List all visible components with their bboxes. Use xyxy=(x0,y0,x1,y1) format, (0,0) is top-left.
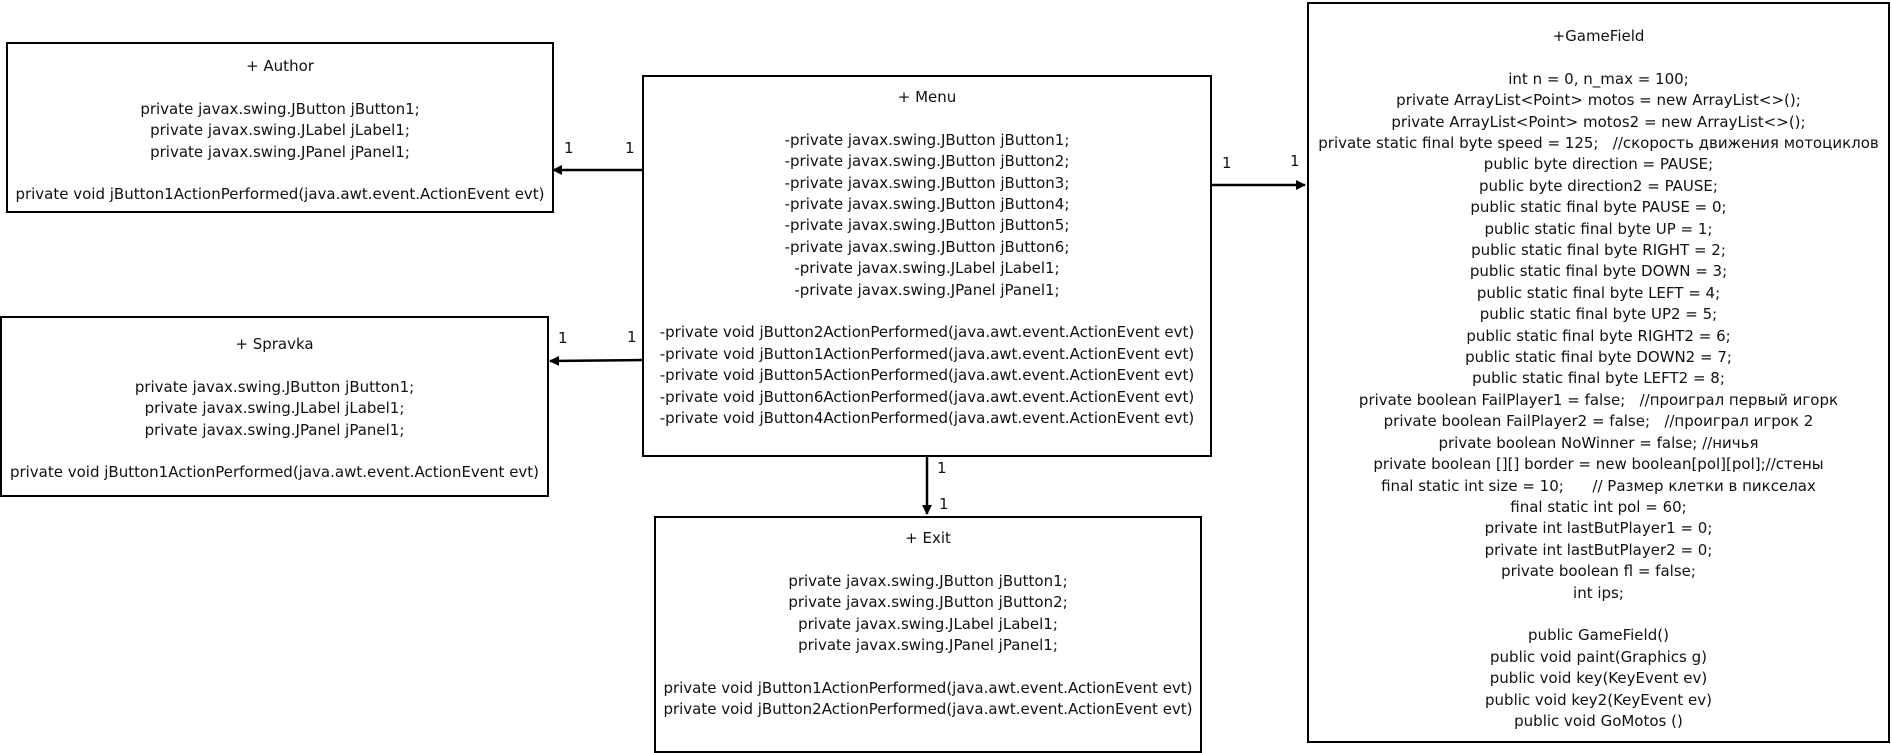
field: public static final byte DOWN = 3; xyxy=(1469,262,1728,281)
field: public static final byte DOWN2 = 7; xyxy=(1465,348,1732,367)
field: private javax.swing.JPanel jPanel1; xyxy=(798,636,1058,655)
method: private void jButton2ActionPerformed(jav… xyxy=(663,700,1193,719)
field: private boolean [][] border = new boolea… xyxy=(1373,455,1824,474)
methods: public GameField() public void paint(Gra… xyxy=(1309,625,1888,732)
field: -private javax.swing.JButton jButton3; xyxy=(784,173,1070,192)
class-menu: + Menu -private javax.swing.JButton jBut… xyxy=(642,75,1212,457)
field: -private javax.swing.JButton jButton2; xyxy=(784,152,1070,171)
method: -private void jButton5ActionPerformed(ja… xyxy=(659,366,1195,385)
class-title: + Spravka xyxy=(235,335,314,353)
class-title: + Author xyxy=(246,57,314,75)
field: private static final byte speed = 125; /… xyxy=(1318,134,1879,153)
class-title: + Exit xyxy=(905,529,951,547)
field: -private javax.swing.JButton jButton5; xyxy=(784,216,1070,235)
arrow-menu-to-spravka xyxy=(549,355,643,366)
field: int n = 0, n_max = 100; xyxy=(1508,69,1689,88)
class-title: + Menu xyxy=(897,88,957,106)
methods: private void jButton1ActionPerformed(jav… xyxy=(2,462,547,483)
field: public static final byte UP = 1; xyxy=(1484,219,1713,238)
field: -private javax.swing.JLabel jLabel1; xyxy=(794,259,1060,278)
field: -private javax.swing.JButton jButton1; xyxy=(784,130,1070,149)
class-spravka: + Spravka private javax.swing.JButton jB… xyxy=(0,316,549,497)
field: private ArrayList<Point> motos = new Arr… xyxy=(1396,91,1801,110)
multiplicity-menu-gamefield-end: 1 xyxy=(1222,154,1232,172)
method: private void jButton1ActionPerformed(jav… xyxy=(15,185,545,204)
field: private javax.swing.JButton jButton1; xyxy=(140,99,420,118)
field: public static final byte UP2 = 5; xyxy=(1479,305,1718,324)
field: private int lastButPlayer1 = 0; xyxy=(1484,519,1713,538)
class-gamefield: +GameField int n = 0, n_max = 100; priva… xyxy=(1307,2,1890,743)
fields: private javax.swing.JButton jButton1; pr… xyxy=(2,377,547,441)
field: -private javax.swing.JButton jButton6; xyxy=(784,237,1070,256)
field: private boolean FailPlayer1 = false; //п… xyxy=(1358,390,1839,409)
multiplicity-spravka-end: 1 xyxy=(558,329,568,347)
field: private javax.swing.JLabel jLabel1; xyxy=(144,399,405,418)
method: private void jButton1ActionPerformed(jav… xyxy=(9,463,540,482)
field: private javax.swing.JLabel jLabel1; xyxy=(150,121,410,140)
field: public static final byte LEFT2 = 8; xyxy=(1472,369,1725,388)
field: -private javax.swing.JPanel jPanel1; xyxy=(794,280,1060,299)
field: public static final byte LEFT = 4; xyxy=(1476,283,1721,302)
field: private boolean FailPlayer2 = false; //п… xyxy=(1383,412,1814,431)
field: -private javax.swing.JButton jButton4; xyxy=(784,195,1070,214)
method: -private void jButton1ActionPerformed(ja… xyxy=(659,344,1195,363)
field: private javax.swing.JLabel jLabel1; xyxy=(798,614,1058,633)
method: -private void jButton2ActionPerformed(ja… xyxy=(659,323,1195,342)
field: final static int pol = 60; xyxy=(1510,497,1687,516)
fields: private javax.swing.JButton jButton1; pr… xyxy=(8,99,552,163)
field: public static final byte RIGHT = 2; xyxy=(1471,241,1726,260)
field: int ips; xyxy=(1573,583,1624,602)
field: private javax.swing.JButton jButton2; xyxy=(788,593,1068,612)
field: private boolean NoWinner = false; //ничь… xyxy=(1438,433,1759,452)
multiplicity-exit-end: 1 xyxy=(939,495,949,513)
field: public static final byte PAUSE = 0; xyxy=(1470,198,1727,217)
multiplicity-menu-author-end: 1 xyxy=(625,139,635,157)
methods: private void jButton1ActionPerformed(jav… xyxy=(656,678,1200,721)
fields: -private javax.swing.JButton jButton1; -… xyxy=(644,130,1210,301)
method: public void key2(KeyEvent ev) xyxy=(1485,690,1712,709)
field: final static int size = 10; // Размер кл… xyxy=(1381,476,1816,495)
multiplicity-menu-spravka-end: 1 xyxy=(627,328,637,346)
field: private javax.swing.JButton jButton1; xyxy=(134,377,415,396)
class-title: +GameField xyxy=(1552,27,1645,45)
fields: int n = 0, n_max = 100; private ArrayLis… xyxy=(1309,69,1888,604)
method: public void key(KeyEvent ev) xyxy=(1489,669,1708,688)
field: private javax.swing.JPanel jPanel1; xyxy=(150,142,410,161)
field: private javax.swing.JPanel jPanel1; xyxy=(144,420,405,439)
methods: private void jButton1ActionPerformed(jav… xyxy=(8,184,552,205)
method: public GameField() xyxy=(1528,626,1669,645)
class-exit: + Exit private javax.swing.JButton jButt… xyxy=(654,516,1202,753)
field: public static final byte RIGHT2 = 6; xyxy=(1466,326,1731,345)
multiplicity-author-end: 1 xyxy=(564,139,574,157)
multiplicity-menu-exit-end: 1 xyxy=(937,459,947,477)
methods: -private void jButton2ActionPerformed(ja… xyxy=(644,322,1210,429)
multiplicity-gamefield-end: 1 xyxy=(1290,152,1300,170)
method: public void paint(Graphics g) xyxy=(1490,647,1707,666)
method: public void GoMotos () xyxy=(1514,711,1683,730)
field: private ArrayList<Point> motos2 = new Ar… xyxy=(1391,112,1806,131)
class-author: + Author private javax.swing.JButton jBu… xyxy=(6,42,554,213)
field: private int lastButPlayer2 = 0; xyxy=(1484,540,1713,559)
method: -private void jButton6ActionPerformed(ja… xyxy=(659,387,1195,406)
field: private javax.swing.JButton jButton1; xyxy=(788,571,1068,590)
field: public byte direction = PAUSE; xyxy=(1483,155,1714,174)
method: private void jButton1ActionPerformed(jav… xyxy=(663,678,1193,697)
fields: private javax.swing.JButton jButton1; pr… xyxy=(656,571,1200,657)
field: private boolean fl = false; xyxy=(1501,562,1696,581)
field: public byte direction2 = PAUSE; xyxy=(1479,176,1718,195)
method: -private void jButton4ActionPerformed(ja… xyxy=(659,409,1195,428)
